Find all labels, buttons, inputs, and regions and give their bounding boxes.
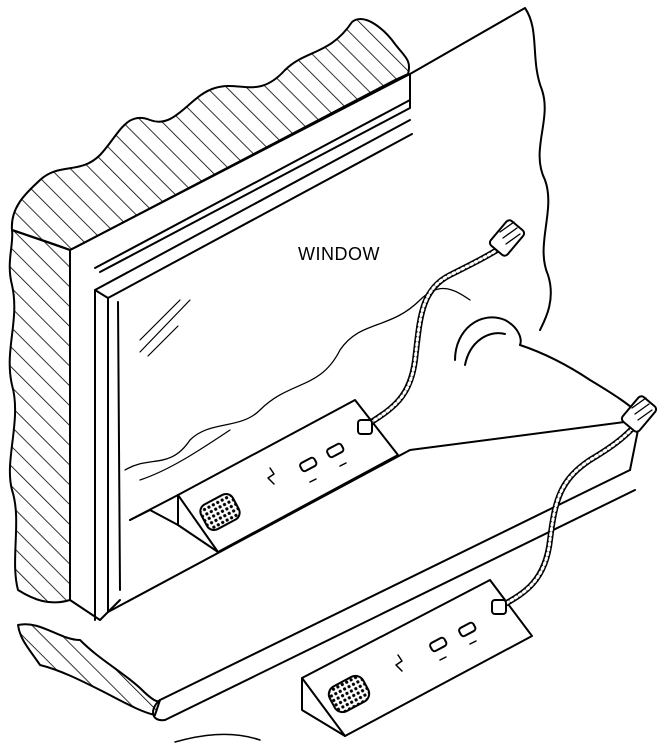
outer-gooseneck-microphone: [491, 395, 658, 615]
upper-wall-section: [8, 18, 410, 604]
inner-speaker-grille: [199, 493, 241, 531]
window-pane: [94, 119, 471, 621]
outer-intercom-console: [301, 579, 533, 737]
pass-through-opening: [454, 316, 641, 416]
inner-intercom-console: [129, 399, 399, 553]
inner-gooseneck-microphone: [357, 219, 526, 435]
lower-wall-section: [17, 623, 161, 716]
window-label: WINDOW: [298, 244, 380, 264]
outer-speaker-grille: [327, 674, 371, 714]
wall-surface: [69, 7, 552, 601]
